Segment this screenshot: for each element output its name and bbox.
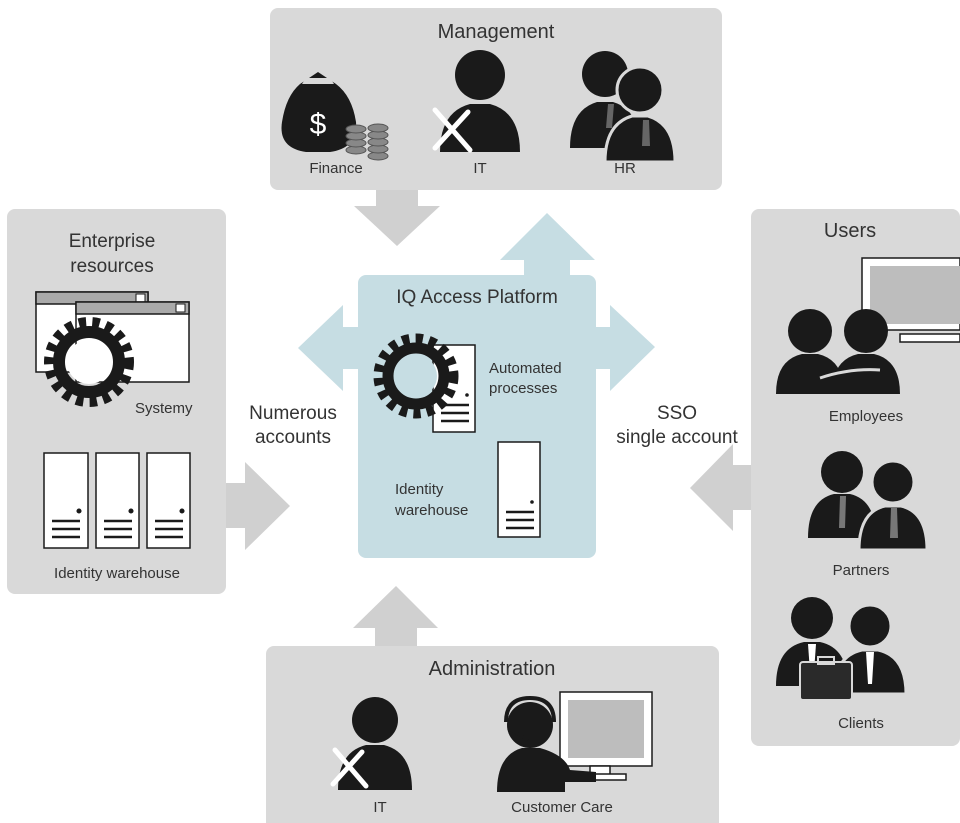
platform-server-with-gear-icon: [373, 333, 476, 433]
it-person-icon: [440, 50, 520, 152]
management-it-label: IT: [473, 160, 487, 177]
laptop-icon: [861, 257, 960, 343]
server-icons: [43, 452, 191, 549]
automated-line1: Automated: [489, 360, 562, 377]
automated-line2: processes: [489, 380, 558, 397]
administration-title: Administration: [428, 658, 556, 680]
partners-icon: [808, 451, 929, 552]
users-title: Users: [823, 220, 877, 242]
arrow-down-from-management: [354, 190, 440, 246]
administration-customer-care-label: Customer Care: [511, 799, 613, 816]
coins-icon: [345, 123, 389, 161]
hr-people-icon: [570, 51, 677, 164]
users-clients-label: Clients: [838, 715, 884, 732]
sso-line2: single account: [616, 427, 738, 448]
arrow-up-from-administration: [353, 586, 438, 646]
arrow-right-to-users: [594, 305, 655, 391]
customer-care-agent-icon: [497, 695, 596, 792]
systems-label: Systemy: [135, 400, 193, 417]
money-bag-icon: $: [281, 72, 357, 152]
employees-icon: [776, 309, 900, 394]
wrench-screwdriver-icon: [432, 107, 473, 153]
sso-line1: SSO: [656, 403, 698, 424]
svg-text:$: $: [310, 108, 327, 141]
platform-panel: [358, 275, 596, 558]
monitor-icon: [559, 691, 653, 781]
admin-wrench-screwdriver-icon: [330, 747, 369, 789]
identity-warehouse-line2: warehouse: [395, 502, 469, 519]
gear-icon: [44, 317, 134, 407]
numerous-accounts-line2: accounts: [254, 427, 332, 448]
management-title: Management: [437, 21, 555, 43]
identity-warehouse-line1: Identity: [395, 481, 444, 498]
arrow-from-users: [690, 444, 751, 531]
clients-icon: [776, 597, 908, 701]
arrow-up-to-management: [500, 213, 595, 280]
platform-title: IQ Access Platform: [396, 287, 558, 308]
administration-it-label: IT: [373, 799, 387, 816]
enterprise-warehouse-label: Identity warehouse: [54, 565, 180, 582]
enterprise-title-line1: Enterprise: [68, 231, 156, 252]
platform-warehouse-server-icon: [497, 441, 541, 538]
management-hr-label: HR: [614, 160, 636, 177]
users-employees-label: Employees: [828, 408, 904, 425]
arrow-from-enterprise: [226, 462, 290, 550]
arrow-left-to-enterprise: [298, 305, 360, 391]
management-finance-label: Finance: [309, 160, 363, 177]
admin-it-person-icon: [338, 697, 412, 790]
users-partners-label: Partners: [832, 562, 890, 579]
enterprise-title-line2: resources: [70, 256, 154, 277]
numerous-accounts-line1: Numerous: [249, 403, 337, 424]
